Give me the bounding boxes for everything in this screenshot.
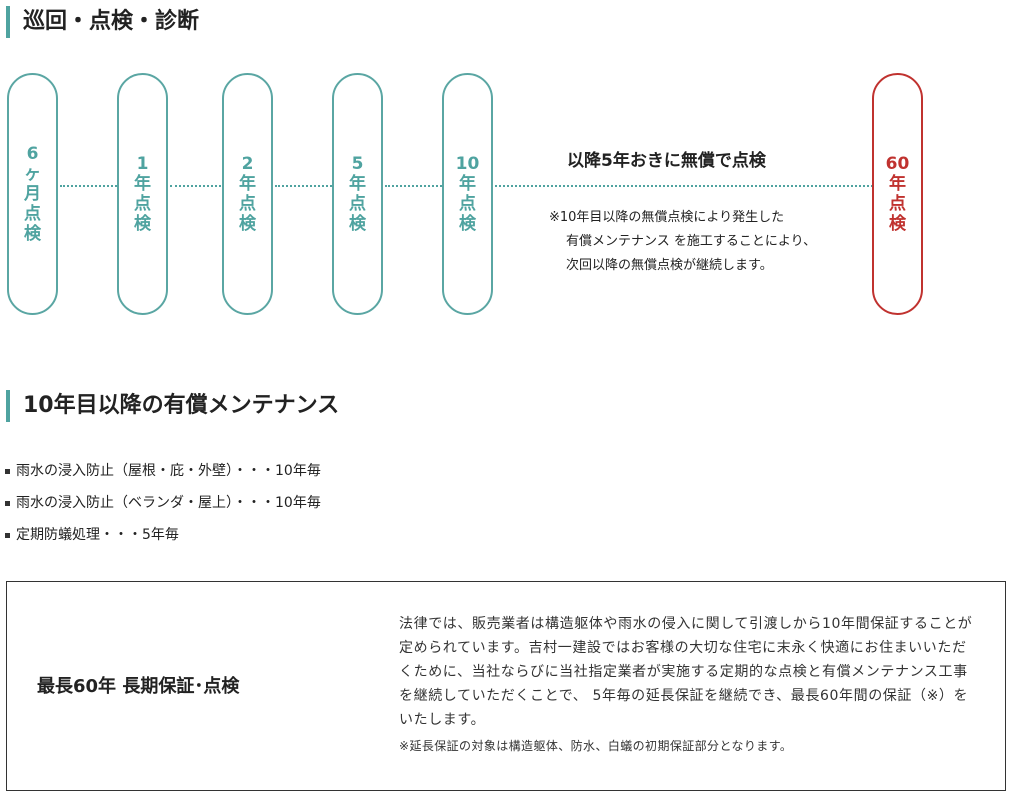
timeline-dotted-line: [495, 185, 873, 187]
section-title-paid-maintenance: 10年目以降の有償メンテナンス: [6, 390, 339, 422]
list-item: 雨水の浸入防止（屋根・庇・外壁）・・・10年毎: [5, 460, 321, 492]
pill-label: 60 年 点 検: [885, 154, 910, 234]
warranty-body: 法律では、販売業者は構造躯体や雨水の侵入に関して引渡しから10年間保証することが…: [399, 616, 973, 728]
pill-label: 5 年 点 検: [349, 154, 366, 234]
note-line: ※10年目以降の無償点検により発生した: [549, 210, 785, 225]
list-item: 定期防蟻処理・・・5年毎: [5, 524, 321, 556]
section-title-inspection: 巡回・点検・診断: [6, 6, 199, 38]
note-line: 次回以降の無償点検が継続します。: [566, 258, 773, 273]
pill-6-month: 6 ヶ 月 点 検: [7, 73, 58, 315]
pill-10-year: 10 年 点 検: [442, 73, 493, 315]
maintenance-list: 雨水の浸入防止（屋根・庇・外壁）・・・10年毎 雨水の浸入防止（ベランダ・屋上）…: [5, 460, 321, 556]
note-line: 有償メンテナンス を施工することにより、: [566, 234, 817, 249]
timeline-dotted-line: [275, 185, 335, 187]
warranty-heading: 最長60年 長期保証･点検: [37, 676, 240, 697]
warranty-box: 最長60年 長期保証･点検 法律では、販売業者は構造躯体や雨水の侵入に関して引渡…: [6, 581, 1006, 791]
timeline-dotted-line: [170, 185, 225, 187]
pill-1-year: 1 年 点 検: [117, 73, 168, 315]
timeline-dotted-line: [60, 185, 120, 187]
pill-2-year: 2 年 点 検: [222, 73, 273, 315]
warranty-note: ※延長保証の対象は構造躯体、防水、白蟻の初期保証部分となります。: [399, 739, 793, 753]
list-item: 雨水の浸入防止（ベランダ・屋上）・・・10年毎: [5, 492, 321, 524]
timeline-dotted-line: [385, 185, 445, 187]
pill-label: 6 ヶ 月 点 検: [24, 144, 41, 244]
pill-label: 1 年 点 検: [134, 154, 151, 234]
pill-label: 2 年 点 検: [239, 154, 256, 234]
pill-label: 10 年 点 検: [455, 154, 480, 234]
free-inspection-note: ※10年目以降の無償点検により発生した 有償メンテナンス を施工することにより、…: [549, 206, 816, 278]
pill-60-year: 60 年 点 検: [872, 73, 923, 315]
inspection-timeline: 6 ヶ 月 点 検 1 年 点 検 2 年 点 検 5 年 点 検: [0, 0, 1017, 340]
pill-5-year: 5 年 点 検: [332, 73, 383, 315]
free-inspection-heading: 以降5年おきに無償で点検: [567, 151, 766, 171]
